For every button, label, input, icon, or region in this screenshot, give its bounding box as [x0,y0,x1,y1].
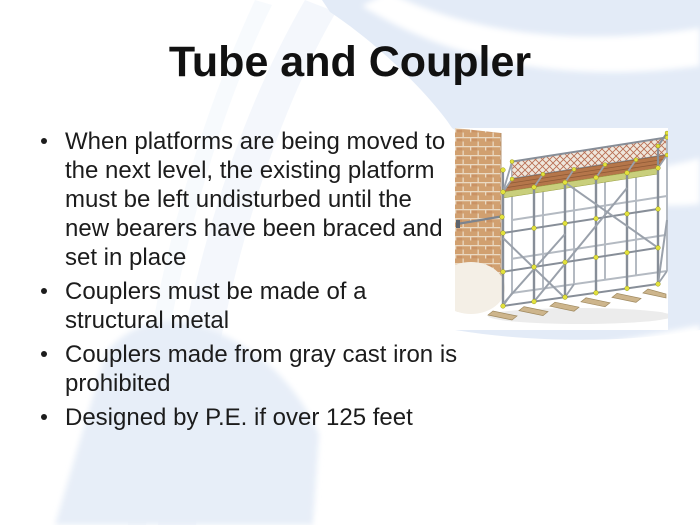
bullet-item-4: Designed by P.E. if over 125 feet [36,403,460,432]
bullet-dot [41,351,47,357]
bullet-item-3: Couplers made from gray cast iron is pro… [36,340,460,398]
bullet-text-2: Couplers must be made of a structural me… [65,278,367,334]
bullet-text-1: When platforms are being moved to the ne… [65,128,446,271]
bullet-dot [41,414,47,420]
bullet-dot [41,288,47,294]
bullet-text-4: Designed by P.E. if over 125 feet [65,404,413,431]
slide-title: Tube and Coupler [168,38,532,86]
tube-and-coupler-scaffolding-image [455,128,668,330]
bullet-list: When platforms are being moved to the ne… [36,127,460,437]
bullet-dot [41,138,47,144]
bullet-text-3: Couplers made from gray cast iron is pro… [65,341,458,397]
bullet-item-1: When platforms are being moved to the ne… [36,127,460,272]
bullet-item-2: Couplers must be made of a structural me… [36,277,460,335]
